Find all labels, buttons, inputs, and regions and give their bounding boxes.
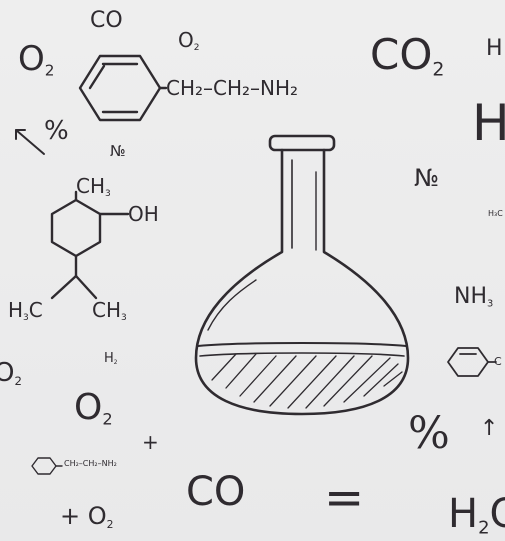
letter-h-edge: H — [486, 36, 503, 61]
formula-ch3-bottom: CH3 — [92, 298, 127, 324]
arrow-up: ↑ — [480, 416, 499, 441]
formula-o2-left: O2 — [18, 39, 55, 80]
formula-h2-small: H2 — [104, 351, 118, 367]
formula-h2o: H2C — [448, 491, 505, 539]
numero-right: № — [414, 164, 439, 192]
equals-sign: = — [324, 470, 365, 526]
formula-ch3-top: CH3 — [76, 174, 111, 200]
formula-nh3: NH3 — [454, 284, 494, 310]
formula-h3c-left: H3C — [8, 298, 43, 324]
percent-left: % — [44, 116, 69, 146]
formula-co-bottom: CO — [186, 469, 246, 515]
benzene-ring-right — [447, 347, 497, 377]
plus-mid: + — [142, 430, 159, 454]
arrow-diagonal — [15, 129, 45, 155]
edge-letter-c: C — [494, 355, 502, 368]
letter-h-big: H — [472, 94, 505, 152]
benzene-ring-small — [31, 457, 63, 475]
formula-oh: OH — [128, 202, 159, 226]
formula-o2-edge: O2 — [0, 358, 22, 389]
chain-phenethylamine: CH₂–CH₂–NH₂ — [166, 76, 299, 100]
formula-plus-o2: + O2 — [60, 502, 114, 531]
formula-co-top: CO — [90, 8, 123, 33]
chain-small: CH₂–CH₂–NH₂ — [64, 459, 117, 468]
benzene-ring-top — [78, 54, 168, 122]
percent-right: % — [408, 408, 450, 459]
formula-o2-mid: O2 — [74, 387, 113, 429]
numero-left: № — [110, 142, 126, 160]
formula-o2-small: O2 — [178, 28, 200, 54]
flask — [194, 134, 410, 416]
formula-co2-right: CO2 — [370, 30, 445, 81]
flask-liquid-hatching — [211, 353, 403, 409]
cyclohexane-ring — [50, 190, 130, 300]
formula-h3c-tiny: H₃C — [488, 209, 503, 218]
